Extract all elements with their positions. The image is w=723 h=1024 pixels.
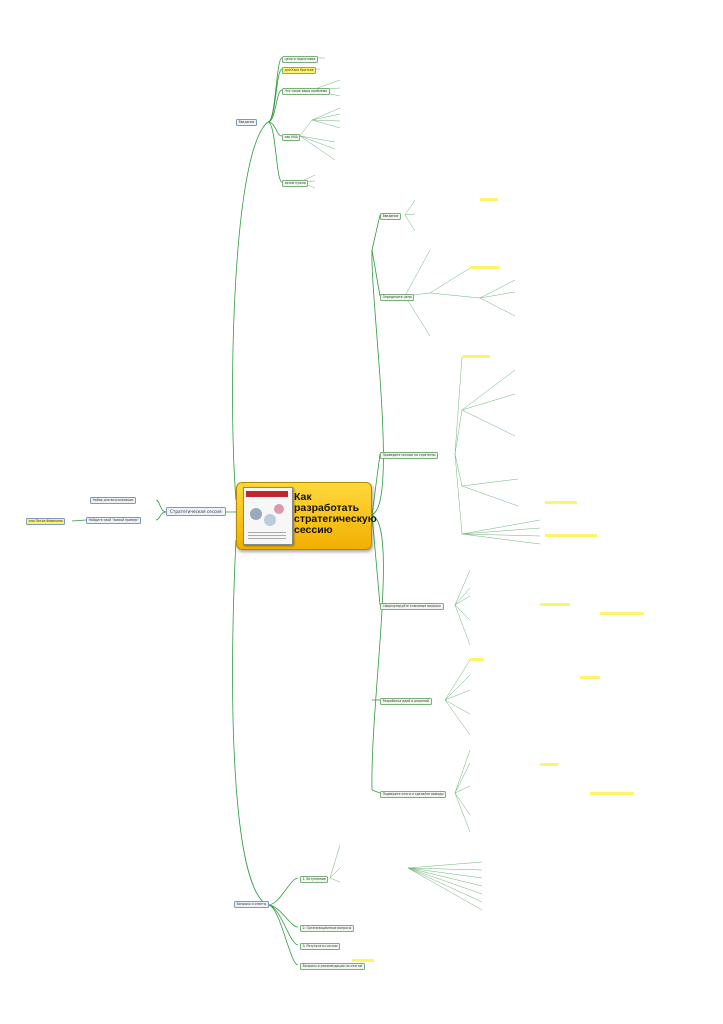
top-item-2[interactable]: для Кого Краткое (282, 67, 317, 74)
intro-node[interactable]: Введение (236, 119, 258, 126)
top-item-1[interactable]: цели и подготовка (282, 56, 319, 63)
central-topic[interactable]: Как разработать стратегическую сессию (236, 482, 377, 550)
highlight-marker (480, 198, 498, 201)
visualization-kit-node[interactable]: Набор для визуализации (90, 497, 136, 504)
bottom-item-4[interactable]: Вопросы и рекомендации по итогам (300, 963, 365, 970)
highlight-marker (580, 676, 600, 679)
bottom-item-1[interactable]: 1. Вступление (300, 876, 329, 883)
middle-branch-5[interactable]: Разработка идей и решений (380, 698, 432, 705)
qa-node[interactable]: Вопросы и ответы (234, 901, 269, 908)
highlight-marker (540, 603, 570, 606)
highlight-marker (600, 612, 644, 615)
highlight-marker (590, 792, 634, 795)
top-item-3[interactable]: Что такое ваша проблема (282, 88, 330, 95)
book-cover-image (243, 487, 293, 545)
top-item-4[interactable]: как КИА (282, 134, 301, 141)
highlight-marker (545, 501, 577, 504)
highlight-marker (540, 763, 558, 766)
highlight-marker (470, 658, 484, 661)
top-item-5[interactable]: зачем нужно (282, 180, 309, 187)
strategic-session-node[interactable]: Стратегическая сессия (166, 507, 226, 517)
middle-branch-6[interactable]: Подведите итоги и сделайте выводы (380, 791, 447, 798)
petr-fomichev-node[interactable]: или Петра Фомичева (26, 518, 66, 525)
middle-branch-4[interactable]: Сформулируйте ключевые вопросы (380, 603, 444, 610)
middle-branch-1[interactable]: Введение (380, 213, 402, 220)
central-title: Как разработать стратегическую сессию (294, 491, 377, 536)
highlight-marker (462, 355, 490, 358)
highlight-marker (545, 534, 597, 537)
middle-branch-2[interactable]: Определите цели (380, 294, 415, 301)
middle-branch-3[interactable]: Проведите сессию по стратегии (380, 452, 439, 459)
live-example-node[interactable]: Найдите свой "живой пример" (86, 517, 142, 524)
bottom-item-2[interactable]: 2. Организационные вопросы (300, 925, 354, 932)
highlight-marker (352, 959, 374, 962)
bottom-item-3[interactable]: 3. Результаты сессии (300, 943, 341, 950)
highlight-marker (470, 266, 500, 269)
